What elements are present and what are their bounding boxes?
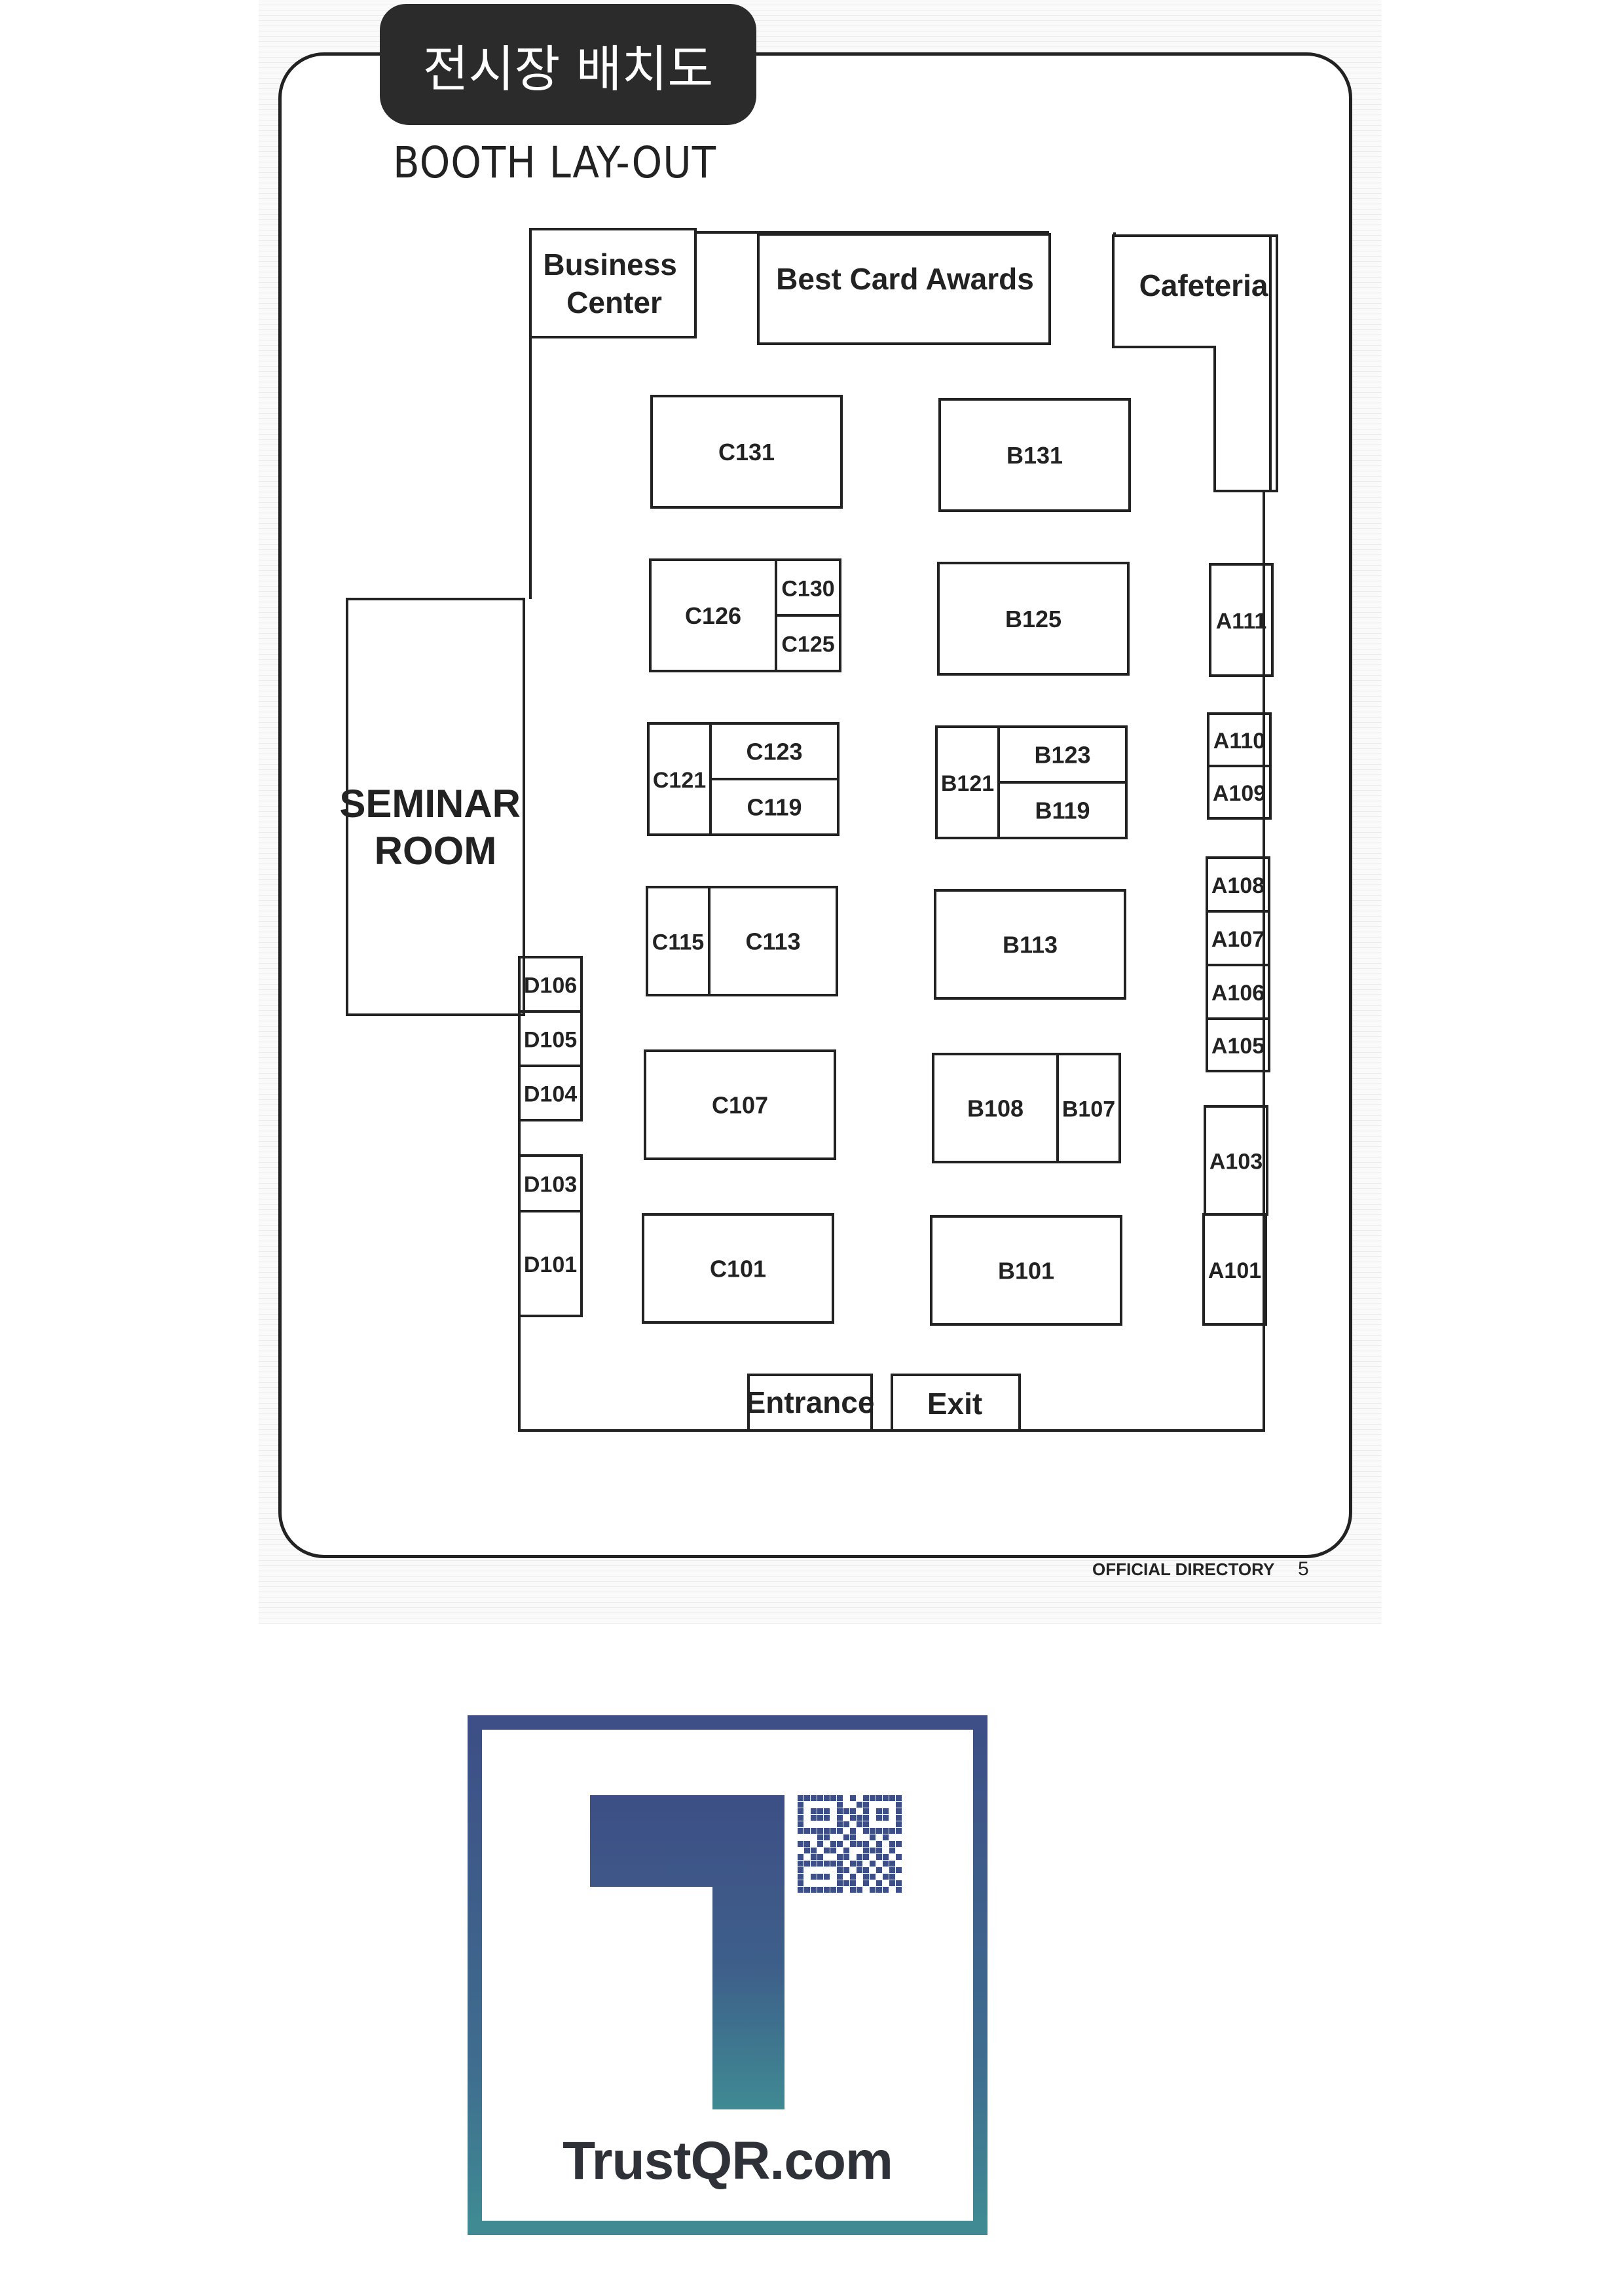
booth-c113[interactable] [708, 886, 838, 996]
booth-label-c113: C113 [745, 928, 800, 955]
booth-label-c130: C130 [781, 577, 834, 602]
booth-label-b131: B131 [1006, 442, 1063, 469]
booth-label-d106: D106 [524, 974, 577, 998]
entrance-label[interactable]: Entrance [746, 1385, 875, 1419]
official-directory-label: OFFICIAL DIRECTORY [1092, 1559, 1275, 1579]
booth-c107[interactable] [644, 1049, 836, 1160]
trustqr-wordmark: TrustQR.com [563, 2131, 893, 2191]
cafeteria-label: Cafeteria [1139, 268, 1268, 302]
business-center-label: Business Center [543, 247, 685, 319]
seminar-room-label: SEMINAR ROOM [339, 782, 531, 873]
trustqr-logo[interactable]: TrustQR.com [468, 1715, 987, 2235]
booth-label-b107: B107 [1062, 1097, 1115, 1122]
booth-label-d105: D105 [524, 1028, 577, 1053]
booth-b113[interactable] [934, 889, 1126, 1000]
seminar-room-block [346, 598, 525, 1016]
booth-label-b101: B101 [998, 1258, 1054, 1285]
trustqr-t-icon [590, 1795, 902, 2109]
page-number: 5 [1298, 1558, 1309, 1580]
exit-label[interactable]: Exit [927, 1387, 982, 1421]
booth-a111[interactable] [1209, 563, 1274, 677]
t-letter-shape [590, 1795, 784, 2109]
booth-label-c125: C125 [781, 632, 834, 657]
booth-d101[interactable] [518, 1210, 583, 1317]
seminar-room-line2: ROOM [375, 829, 497, 873]
booth-label-c131: C131 [718, 439, 775, 465]
booth-label-c119: C119 [747, 794, 802, 821]
booth-label-a105: A105 [1211, 1034, 1264, 1059]
booth-label-c126: C126 [685, 602, 741, 629]
booth-b107[interactable] [1056, 1053, 1121, 1163]
entrance-block [747, 1374, 873, 1432]
booth-label-b113: B113 [1003, 932, 1058, 958]
booth-label-a108: A108 [1211, 873, 1264, 898]
exit-block [891, 1374, 1021, 1432]
booth-label-a101: A101 [1208, 1258, 1261, 1283]
best-card-awards-block [757, 233, 1051, 345]
booth-label-c101: C101 [710, 1256, 766, 1283]
booth-a101[interactable] [1202, 1213, 1267, 1326]
qr-code-icon [798, 1795, 902, 1893]
booth-b119[interactable] [997, 781, 1128, 839]
booth-c131[interactable] [650, 395, 843, 509]
best-card-awards-label: Best Card Awards [776, 262, 1034, 296]
booth-c119[interactable] [709, 778, 840, 836]
booth-label-d101: D101 [524, 1252, 577, 1277]
booth-b125[interactable] [937, 562, 1130, 676]
booth-label-b121: B121 [941, 771, 994, 796]
booth-label-c123: C123 [746, 738, 802, 765]
booth-label-c121: C121 [653, 768, 706, 793]
booth-c101[interactable] [642, 1213, 834, 1324]
booth-label-b108: B108 [967, 1095, 1024, 1122]
booth-label-a109: A109 [1213, 781, 1266, 806]
business-center-line1: Business [543, 247, 677, 282]
booth-label-b123: B123 [1034, 742, 1090, 769]
page-tab-title: 전시장 배치도 [380, 4, 756, 125]
booth-layout-subtitle: BOOTH LAY-OUT [393, 137, 717, 188]
booth-label-b119: B119 [1035, 797, 1090, 824]
cafeteria-block [1112, 234, 1278, 492]
booth-c125[interactable] [775, 614, 841, 672]
booth-label-a107: A107 [1211, 927, 1264, 952]
booth-label-b125: B125 [1005, 606, 1061, 632]
page-frame [278, 52, 1352, 1558]
booth-label-a106: A106 [1211, 981, 1264, 1006]
business-center-line2: Center [566, 285, 662, 319]
booth-label-d103: D103 [524, 1173, 577, 1197]
booth-b131[interactable] [938, 398, 1131, 512]
booth-label-a110: A110 [1213, 729, 1265, 754]
booth-label-a103: A103 [1209, 1150, 1263, 1175]
booth-label-a111: A111 [1216, 609, 1267, 634]
booth-a105[interactable] [1206, 1017, 1270, 1072]
business-center-block [529, 228, 697, 338]
seminar-room-line1: SEMINAR [339, 782, 521, 826]
booth-a109[interactable] [1207, 765, 1272, 820]
booth-label-d104: D104 [524, 1082, 577, 1107]
booth-label-c115: C115 [652, 930, 704, 955]
booth-b101[interactable] [930, 1215, 1122, 1326]
booth-label-c107: C107 [712, 1092, 768, 1119]
hall-outline [518, 228, 1272, 1432]
booth-d104[interactable] [518, 1065, 583, 1121]
